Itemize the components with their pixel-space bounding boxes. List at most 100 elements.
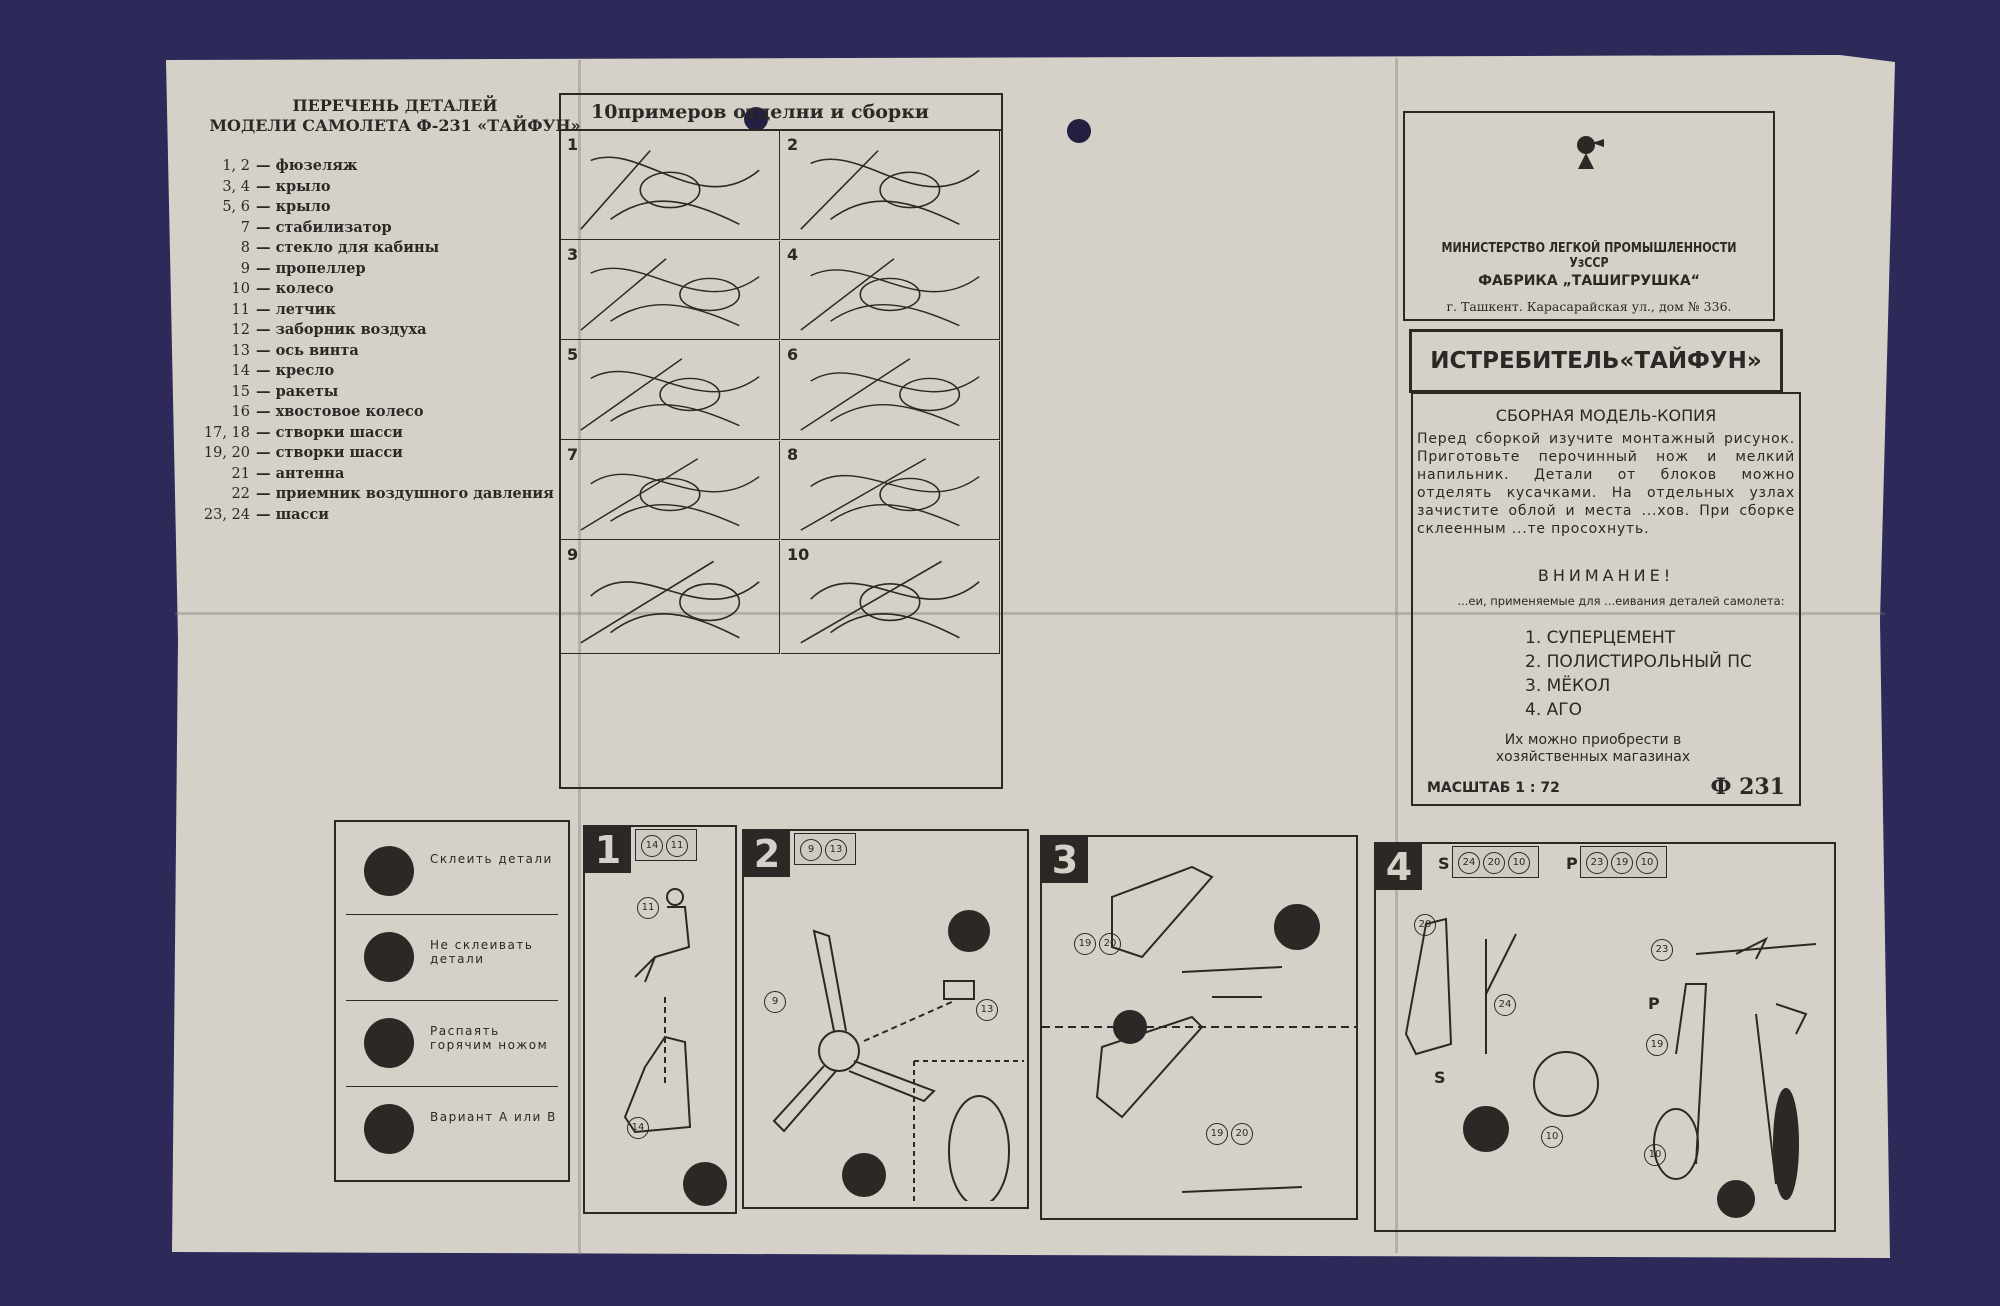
attention-heading: ВНИМАНИЕ!	[1537, 566, 1675, 585]
parts-list-item: 16 — хвостовое колесо	[180, 402, 554, 423]
part-name-sep: —	[256, 403, 276, 420]
legend-text: Распаять горячим ножом	[430, 1024, 549, 1052]
part-name: кресло	[275, 362, 335, 379]
part-number: 16	[231, 404, 250, 420]
part-label: 20	[1099, 933, 1121, 955]
part-number: 19, 20	[203, 445, 250, 461]
parts-list-item: 3, 4— крыло	[180, 177, 554, 198]
product-title-box: ИСТРЕБИТЕЛЬ«ТАЙФУН»	[1409, 329, 1783, 393]
propeller-drawing	[772, 910, 1024, 1201]
factory-text: ФАБРИКА „ТАШИГРУШКА“	[1478, 273, 1700, 289]
variant-ab-icon	[364, 1104, 414, 1154]
example-cell: 10	[781, 541, 1000, 654]
part-badge: 9	[800, 839, 822, 861]
part-badge: 10	[1508, 852, 1530, 874]
part-name-sep: —	[256, 300, 276, 318]
info-subtitle: СБОРНАЯ МОДЕЛЬ-КОПИЯ	[1495, 406, 1717, 425]
pilot-seat-drawing	[623, 888, 692, 1134]
parts-list-title: ПЕРЕЧЕНЬ ДЕТАЛЕЙ МОДЕЛИ САМОЛЕТА Ф-231 «…	[200, 96, 590, 136]
no-glue-icon	[364, 932, 414, 982]
parts-list-item: 11 — летчик	[180, 300, 554, 321]
parts-list-item: 23, 24— шасси	[180, 505, 554, 526]
part-name-sep: —	[256, 259, 276, 277]
parts-list-item: 1, 2— фюзеляж	[180, 156, 554, 177]
part-number: 13	[231, 342, 250, 359]
variant-p-label: P	[1566, 854, 1578, 873]
glue-tube-icon	[842, 1153, 886, 1197]
part-name-sep: —	[256, 423, 276, 441]
product-title: ИСТРЕБИТЕЛЬ«ТАЙФУН»	[1430, 348, 1762, 374]
parts-list-item: 8— стекло для кабины	[180, 238, 554, 259]
landing-gear-doors-drawing	[1042, 865, 1356, 1193]
example-cell: 3	[561, 241, 780, 340]
part-label: 13	[976, 999, 998, 1021]
title-line: ПЕРЕЧЕНЬ ДЕТАЛЕЙ	[292, 96, 498, 115]
fold-line	[578, 60, 581, 1255]
fold-line	[1395, 58, 1398, 1253]
part-number: 14	[231, 363, 250, 379]
glue-item: 3. МЁКОЛ	[1525, 676, 1611, 696]
glue-tube-icon	[364, 846, 414, 896]
part-badge: 13	[825, 839, 847, 861]
part-label: 23	[1651, 939, 1673, 961]
part-name: хвостовое колесо	[275, 403, 424, 420]
part-name: летчик	[275, 300, 336, 318]
part-label: 10	[1644, 1144, 1666, 1166]
example-cell: 4	[781, 241, 1000, 340]
part-label: 10	[1541, 1126, 1563, 1148]
parts-list-item: 15— ракеты	[180, 382, 554, 403]
scale-label: МАСШТАБ 1 : 72	[1427, 780, 1560, 796]
parts-list-item: 21— антенна	[180, 464, 554, 485]
part-label: 14	[627, 1117, 649, 1139]
part-badge: 14	[641, 835, 663, 857]
part-name: фюзеляж	[275, 157, 358, 174]
part-name: стабилизатор	[275, 218, 392, 236]
info-body: Перед сборкой изучите монтажный рисунок.…	[1417, 431, 1795, 537]
step-number: 2	[744, 831, 790, 877]
example-number: 9	[567, 545, 579, 564]
assembly-sketch	[580, 358, 760, 431]
assembly-sketch	[800, 560, 980, 644]
example-number: 6	[787, 345, 799, 364]
example-cell: 6	[781, 341, 1000, 440]
glue-tube-icon	[683, 1162, 727, 1206]
part-name-sep: —	[256, 505, 276, 523]
example-cell: 9	[561, 541, 780, 654]
example-number: 8	[787, 445, 799, 464]
example-number: 7	[567, 445, 579, 464]
examples-title: 10примеров отделни и сборки	[561, 95, 1001, 131]
part-label: 19	[1206, 1123, 1228, 1145]
part-number: 15	[231, 383, 250, 400]
part-name: заборник воздуха	[275, 321, 427, 338]
punch-hole	[1067, 119, 1091, 143]
part-label: 19	[1074, 933, 1096, 955]
part-name-sep: —	[256, 239, 276, 256]
landing-gear-drawing	[1404, 917, 1817, 1218]
address-text: г. Ташкент. Карасарайская ул., дом № 336…	[1446, 299, 1732, 314]
ministry-text: МИНИСТЕРСТВО ЛЕГКОЙ ПРОМЫШЛЕННОСТИ УзССР	[1441, 241, 1737, 271]
part-label: 20	[1231, 1123, 1253, 1145]
part-number: 11	[231, 301, 250, 318]
part-badge: 23	[1586, 852, 1608, 874]
legend-item: Вариант А или В	[346, 1088, 558, 1172]
part-number: 7	[240, 219, 250, 236]
assembly-sketch	[800, 458, 980, 531]
glue-intro: ...еи, применяемые для ...еивания детале…	[1457, 594, 1785, 608]
parts-list-item: 22— приемник воздушного давления	[180, 484, 554, 505]
part-label: 9	[764, 991, 786, 1013]
assembly-sketch	[800, 150, 980, 230]
glue-item: 4. АГО	[1525, 700, 1583, 720]
part-number: 12	[231, 322, 250, 338]
part-name: антенна	[275, 464, 345, 482]
part-name-sep: —	[256, 444, 276, 461]
part-number: 21	[231, 465, 250, 482]
example-number: 2	[787, 135, 799, 154]
part-label: 19	[1646, 1034, 1668, 1056]
